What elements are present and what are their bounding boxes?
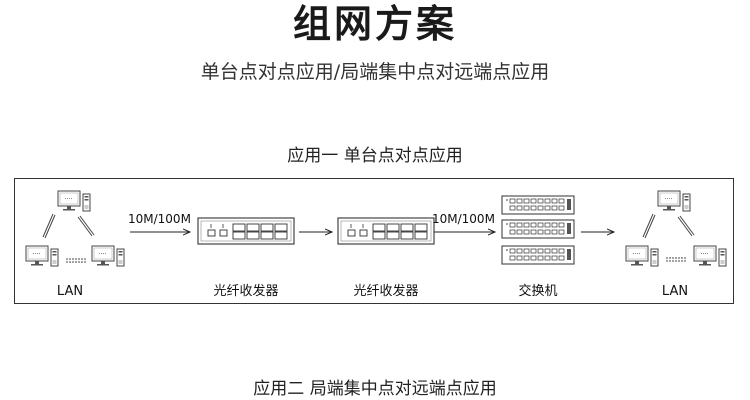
- link-arrow-icon: [642, 213, 695, 262]
- right-lan-group: [625, 190, 727, 267]
- page-title: 组网方案: [292, 2, 457, 46]
- left-lan-label: LAN: [56, 284, 84, 299]
- right-lan-label: LAN: [661, 284, 689, 299]
- left-lan-group: [25, 190, 125, 267]
- switch-label: 交换机: [518, 284, 558, 299]
- computer-icon: [25, 245, 59, 267]
- fiber-converter-icon: [197, 217, 295, 245]
- page-subtitle: 单台点对点应用/局端集中点对远端点应用: [200, 61, 550, 83]
- computer-icon: [57, 190, 91, 212]
- scenario1-title: 应用一 单台点对点应用: [287, 146, 463, 166]
- scenario2-title: 应用二 局端集中点对远端点应用: [253, 379, 497, 399]
- converter1-label: 光纤收发器: [213, 284, 279, 299]
- computer-icon: [657, 190, 691, 212]
- speed-label-left: 10M/100M: [128, 212, 191, 226]
- converter2-label: 光纤收发器: [353, 284, 419, 299]
- speed-label-right: 10M/100M: [432, 212, 495, 226]
- scenario1-diagram: [14, 178, 734, 304]
- switch-icon: [501, 195, 575, 265]
- computer-icon: [625, 245, 659, 267]
- link-arrow-icon: [42, 213, 95, 263]
- fiber-converter-icon: [337, 217, 435, 245]
- computer-icon: [693, 245, 727, 267]
- computer-icon: [91, 245, 125, 267]
